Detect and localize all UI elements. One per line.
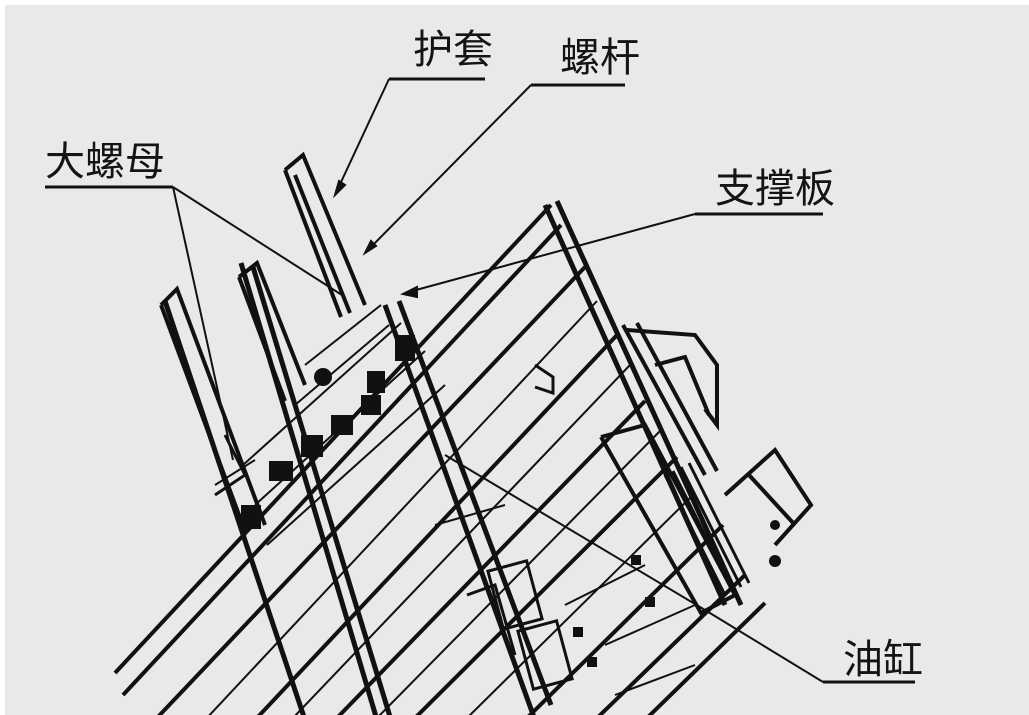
label-daluomu: 大螺母 [45, 139, 165, 185]
screw-bars [159, 259, 307, 532]
assembly-body [113, 151, 814, 715]
blocks [214, 363, 574, 691]
rails-thin [132, 232, 696, 715]
arrow-zhichengban [400, 285, 418, 299]
leader-hutao [334, 78, 390, 196]
label-luogan: 螺杆 [560, 35, 640, 81]
label-yougang: 油缸 [843, 637, 923, 683]
detail-lines [214, 304, 696, 696]
nut-blocks [241, 335, 781, 667]
label-underlines [45, 77, 915, 684]
label-zhichengban: 支撑板 [715, 166, 835, 212]
arrow-hutao [332, 179, 347, 199]
leader-daluomu-1 [172, 186, 346, 298]
stacked-plates [663, 462, 751, 596]
label-hutao: 护套 [413, 27, 493, 73]
leader-luogan [364, 84, 532, 254]
frame-posts [162, 199, 744, 715]
guard-sleeve [283, 151, 367, 318]
support-plate [599, 322, 814, 616]
arrow-luogan [362, 239, 378, 256]
rails-bold [113, 203, 767, 715]
mechanical-assembly-drawing: 护套 螺杆 大螺母 支撑板 油缸 [45, 27, 923, 715]
leader-zhichengban [404, 213, 696, 294]
